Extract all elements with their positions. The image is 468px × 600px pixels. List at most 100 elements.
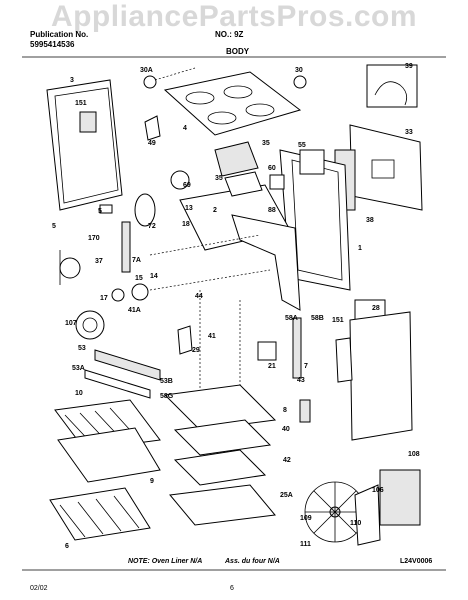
callout-label: 35: [215, 175, 223, 182]
part-21: [257, 341, 277, 361]
callout-label: 44: [195, 293, 203, 300]
part-30a: [143, 75, 157, 89]
callout-label: 55: [298, 142, 306, 149]
callout-label: 25A: [280, 492, 293, 499]
callout-label: 3: [70, 77, 74, 84]
callout-label: 58B: [311, 315, 324, 322]
callout-label: 13: [185, 205, 193, 212]
side-panel-right: [349, 311, 413, 441]
leveling-leg: [59, 257, 81, 279]
callout-label: 110: [350, 520, 361, 527]
callout-label: 1: [358, 245, 362, 252]
part-49: [144, 115, 161, 141]
callout-label: 6: [65, 543, 69, 550]
footer-note-fr: Ass. du four N/A: [225, 558, 280, 565]
part-30: [293, 75, 307, 89]
callout-label: 108: [408, 451, 420, 458]
callout-label: 39: [405, 63, 413, 70]
part-151-right: [335, 337, 353, 383]
callout-label: 14: [150, 273, 158, 280]
bolt-43: [299, 399, 311, 423]
callout-label: 30: [295, 67, 303, 74]
oven-bottom: [163, 384, 277, 431]
callout-label: 43: [297, 377, 305, 384]
callout-label: 53: [78, 345, 86, 352]
part-53a: [84, 369, 151, 399]
callout-label: 111: [300, 541, 311, 548]
part-40: [173, 419, 272, 456]
callout-label: 15: [135, 275, 143, 282]
side-panel-left-inner: [54, 87, 119, 204]
callout-label: 2: [213, 207, 217, 214]
callout-label: 107: [65, 320, 77, 327]
callout-label: 69: [183, 182, 191, 189]
wire-harness-box: [366, 64, 418, 108]
part-69: [170, 170, 190, 190]
callout-label: 33: [405, 129, 413, 136]
callout-label: 170: [88, 235, 100, 242]
callout-label: 38: [366, 217, 374, 224]
part-29: [177, 325, 193, 355]
callout-label: 88: [268, 207, 276, 214]
watermark: AppliancePartsPros.com: [50, 0, 418, 33]
callout-label: 29: [192, 347, 200, 354]
callout-label: 5: [52, 223, 56, 230]
part-35: [224, 171, 263, 197]
callout-label: 40: [282, 426, 290, 433]
callout-label: 41A: [128, 307, 141, 314]
callout-label: 72: [148, 223, 156, 230]
part-42: [173, 449, 267, 486]
callout-label: 35: [262, 140, 270, 147]
section-title: BODY: [226, 47, 250, 56]
callout-label: 109: [300, 515, 312, 522]
side-panel-left: [46, 79, 123, 211]
callout-label: 42: [283, 457, 291, 464]
part-15: [131, 283, 149, 301]
broil-pan: [57, 427, 161, 483]
callout-label: 18: [182, 221, 190, 228]
callout-label: 30A: [140, 67, 153, 74]
callout-label: 41: [208, 333, 216, 340]
callout-label: 10: [75, 390, 83, 397]
callout-label: 9: [150, 478, 154, 485]
publication-label: Publication No.: [30, 30, 89, 39]
diagram-code: L24V0006: [400, 558, 433, 565]
part-72: [134, 193, 156, 227]
callout-label: 17: [100, 295, 108, 302]
model-number: NO.: 9Z: [215, 30, 244, 39]
callout-label: 28: [372, 305, 380, 312]
back-panel: [349, 124, 423, 211]
callout-label: 4: [183, 125, 187, 132]
part-53: [94, 349, 161, 381]
cooktop-frame: [163, 71, 302, 136]
front-frame: [231, 214, 301, 311]
footer-note: NOTE: Oven Liner N/A: [128, 558, 203, 565]
callout-label: 58G: [160, 393, 174, 400]
insulation-patch: [79, 111, 97, 133]
part-55: [299, 149, 325, 175]
callout-label: 49: [148, 140, 156, 147]
part-25a: [169, 484, 276, 526]
part-5: [99, 204, 113, 214]
callout-label: 106: [372, 487, 384, 494]
callout-label: 8: [283, 407, 287, 414]
callout-label: 7: [304, 363, 308, 370]
callout-label: 21: [268, 363, 276, 370]
callout-label: 37: [95, 258, 103, 265]
hinge-7a: [121, 221, 131, 273]
callout-label: 53A: [72, 365, 85, 372]
motor-bracket: [354, 484, 381, 546]
fan-motor: [379, 469, 421, 526]
part-17: [111, 288, 125, 302]
callout-label: 53B: [160, 378, 173, 385]
part-60: [269, 174, 285, 190]
callout-label: 151: [332, 317, 344, 324]
callout-label: 7A: [132, 257, 141, 264]
hinge-7: [292, 317, 302, 379]
callout-label: 60: [268, 165, 276, 172]
page-number: 6: [230, 585, 234, 592]
part-36: [214, 141, 259, 177]
callout-label: 5: [98, 208, 102, 215]
